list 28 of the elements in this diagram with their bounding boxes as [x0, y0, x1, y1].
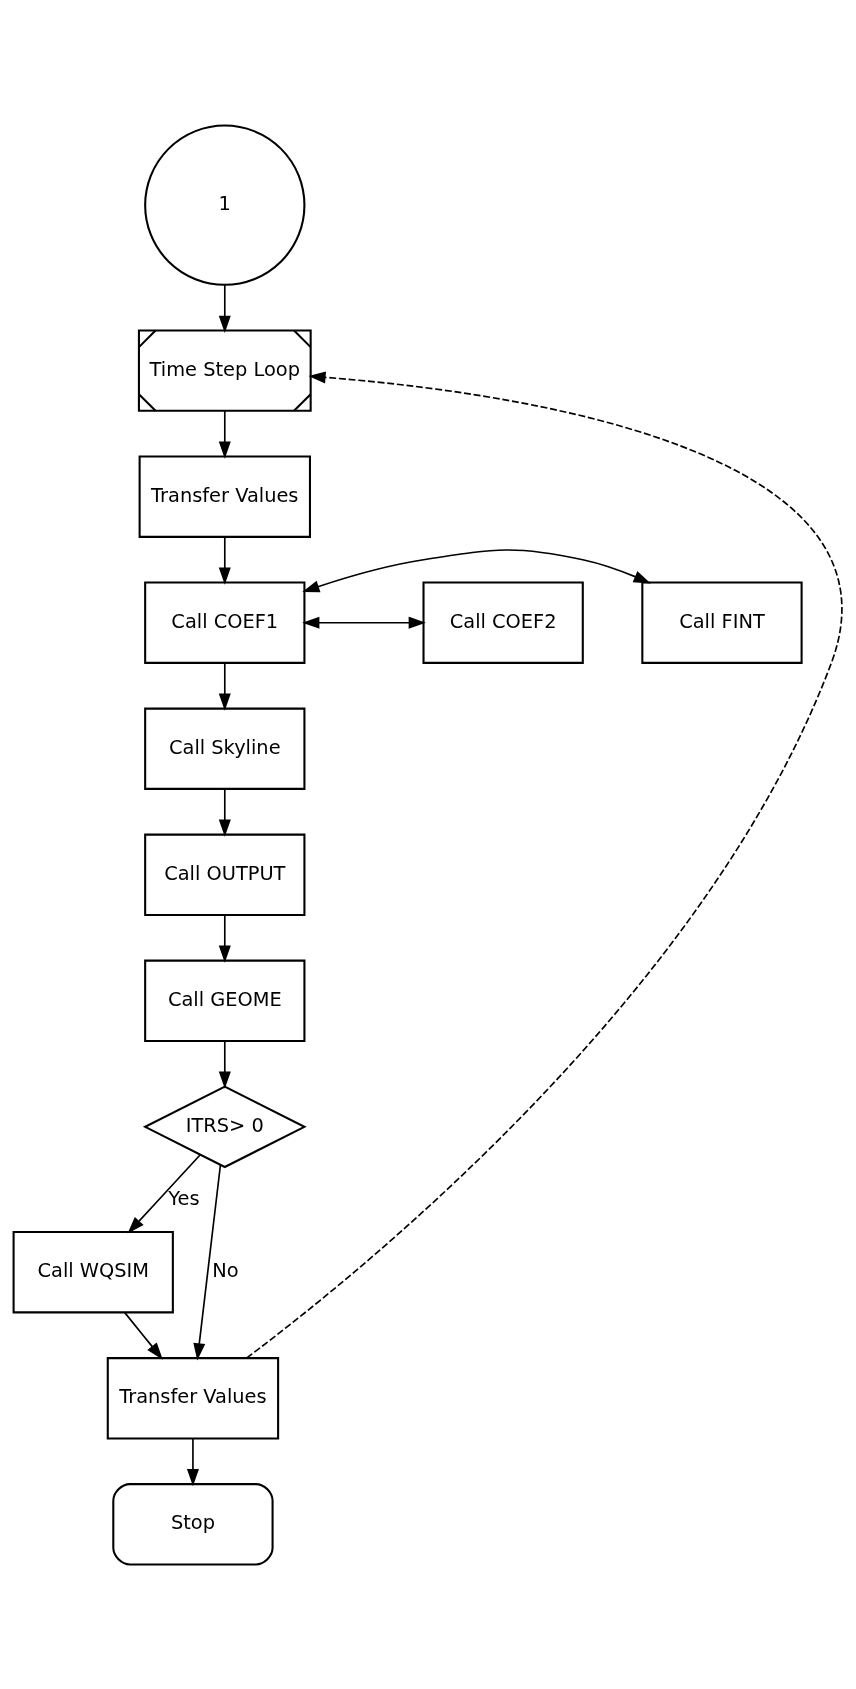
arrow: [218, 535, 231, 585]
node-box: Call Skyline: [144, 707, 306, 790]
edge-label: Yes: [168, 1186, 200, 1210]
node-circle: 1: [144, 124, 306, 286]
arrow: [193, 1163, 222, 1360]
node-box: Stop: [112, 1482, 274, 1565]
arrow: [218, 661, 231, 711]
arrow: [218, 409, 231, 459]
arrow: [123, 1311, 163, 1360]
node-box: Call FINT: [641, 581, 803, 664]
node-box: Transfer Values: [138, 455, 311, 538]
arrow: [127, 1153, 201, 1234]
node-box: Call WQSIM: [12, 1230, 174, 1313]
arrow: [218, 1039, 231, 1089]
arrow: [186, 1437, 199, 1486]
node-diamond: ITRS> 0: [142, 1085, 307, 1168]
arrow: [218, 787, 231, 837]
arrow: [302, 548, 651, 592]
arrow: [218, 283, 231, 333]
node-box: Call OUTPUT: [144, 833, 306, 916]
node-box: Transfer Values: [106, 1356, 280, 1439]
arrow: [245, 370, 843, 1359]
node-box: Call GEOME: [144, 959, 306, 1042]
arrow: [218, 913, 231, 963]
arrow: [302, 616, 426, 629]
edge-label: No: [212, 1258, 239, 1282]
node-box: Call COEF1: [144, 581, 306, 664]
node-box: Call COEF2: [422, 581, 584, 664]
